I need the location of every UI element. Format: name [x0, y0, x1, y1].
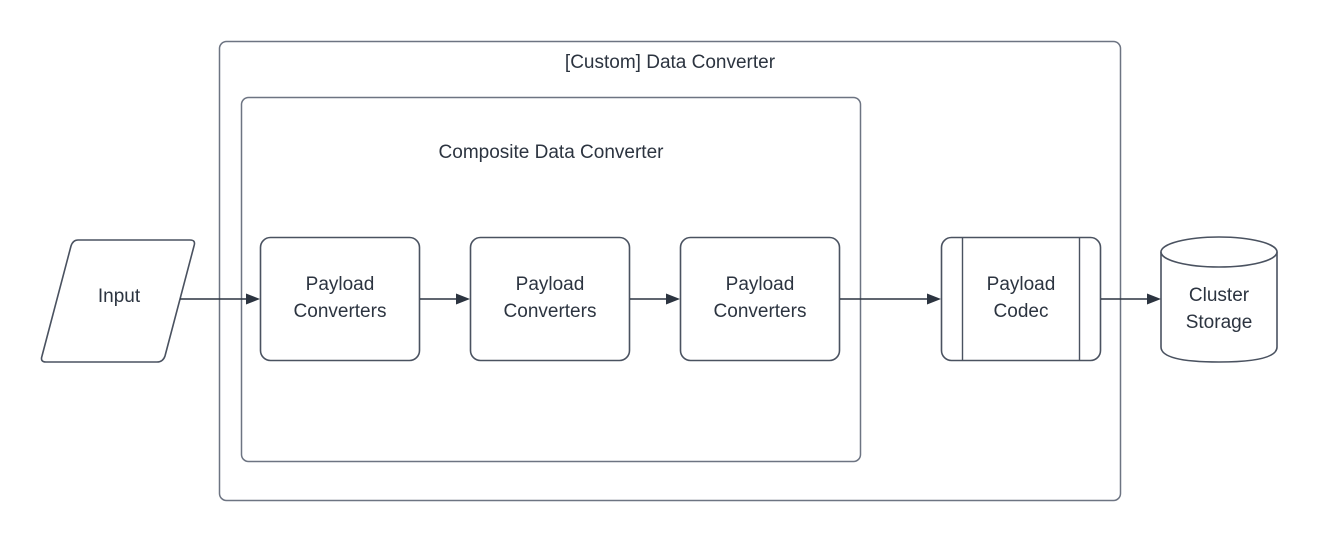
node-cluster-storage-label-line1: Cluster — [1189, 285, 1250, 306]
node-payload-converters-2[interactable]: Payload Converters — [469, 236, 631, 362]
node-payload-converters-3-shape — [679, 236, 841, 362]
container-custom-data-converter-border — [218, 40, 1122, 502]
edge-payload-codec-to-cluster-storage-arrowhead — [1147, 293, 1161, 305]
node-input[interactable]: Input — [40, 239, 196, 363]
edge-payload-converters-1-to-payload-converters-2[interactable] — [420, 293, 470, 305]
node-payload-converters-2-shape — [469, 236, 631, 362]
edge-input-to-payload-converters-1-arrowhead — [246, 293, 260, 305]
edge-payload-converters-1-to-payload-converters-2-arrowhead — [456, 293, 470, 305]
container-custom-data-converter[interactable]: [Custom] Data Converter — [218, 40, 1122, 502]
node-cluster-storage-top-ellipse — [1160, 236, 1278, 268]
edge-payload-converters-3-to-payload-codec[interactable] — [840, 293, 941, 305]
node-payload-converters-3[interactable]: Payload Converters — [679, 236, 841, 362]
container-composite-data-converter-title: Composite Data Converter — [439, 142, 665, 163]
edge-payload-converters-2-to-payload-converters-3-arrowhead — [666, 293, 680, 305]
node-payload-converters-2-label-line1: Payload — [516, 274, 585, 295]
container-composite-data-converter-border — [240, 96, 862, 463]
node-payload-codec-label-line1: Payload — [987, 274, 1056, 295]
edge-payload-converters-2-to-payload-converters-3[interactable] — [630, 293, 680, 305]
edge-input-to-payload-converters-1[interactable] — [180, 293, 260, 305]
node-payload-converters-1-label-line2: Converters — [294, 301, 387, 322]
node-input-shape — [40, 239, 196, 363]
node-payload-converters-3-label-line1: Payload — [726, 274, 795, 295]
node-cluster-storage-label-line2: Storage — [1186, 312, 1253, 333]
node-payload-converters-3-label-line2: Converters — [714, 301, 807, 322]
node-payload-converters-1[interactable]: Payload Converters — [259, 236, 421, 362]
edge-payload-converters-3-to-payload-codec-arrowhead — [927, 293, 941, 305]
node-cluster-storage[interactable]: Cluster Storage — [1160, 236, 1278, 363]
node-payload-codec-label-line2: Codec — [994, 301, 1049, 322]
node-input-label: Input — [98, 286, 141, 307]
container-composite-data-converter[interactable]: Composite Data Converter — [240, 96, 862, 463]
node-payload-codec-shape — [940, 236, 1102, 362]
node-payload-converters-2-label-line2: Converters — [504, 301, 597, 322]
node-payload-converters-1-shape — [259, 236, 421, 362]
edge-payload-codec-to-cluster-storage[interactable] — [1101, 293, 1161, 305]
node-payload-codec[interactable]: Payload Codec — [940, 236, 1102, 362]
node-payload-converters-1-label-line1: Payload — [306, 274, 375, 295]
node-cluster-storage-body — [1160, 251, 1278, 363]
container-custom-data-converter-title: [Custom] Data Converter — [565, 52, 776, 73]
